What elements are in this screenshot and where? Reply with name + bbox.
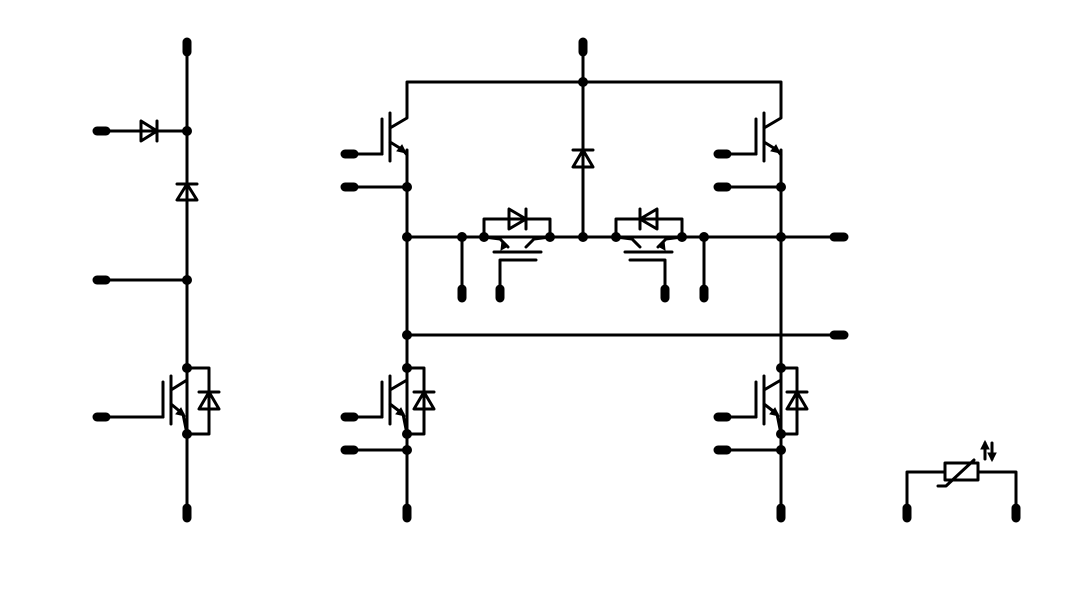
t-type-npc-leg: [340, 37, 849, 523]
input-diode-icon: [139, 119, 159, 143]
center-diode-icon: [571, 148, 595, 169]
boost-chopper: [92, 37, 221, 523]
lower-left-freewheel-diode-icon: [405, 366, 436, 436]
right-bidirectional-switch-icon: [614, 207, 684, 294]
boost-igbt-icon: [100, 366, 189, 436]
boost-diode-icon: [175, 182, 199, 202]
lower-left-igbt-icon: [348, 366, 409, 452]
upper-right-igbt-icon: [721, 110, 783, 163]
left-bidirectional-switch-icon: [482, 207, 552, 294]
boost-freewheel-diode-icon: [185, 366, 221, 436]
lower-right-igbt-icon: [721, 366, 783, 452]
upper-left-igbt-icon: [348, 110, 409, 163]
lower-right-freewheel-diode-icon: [779, 366, 809, 436]
ntc-thermistor-icon: [902, 439, 1021, 523]
